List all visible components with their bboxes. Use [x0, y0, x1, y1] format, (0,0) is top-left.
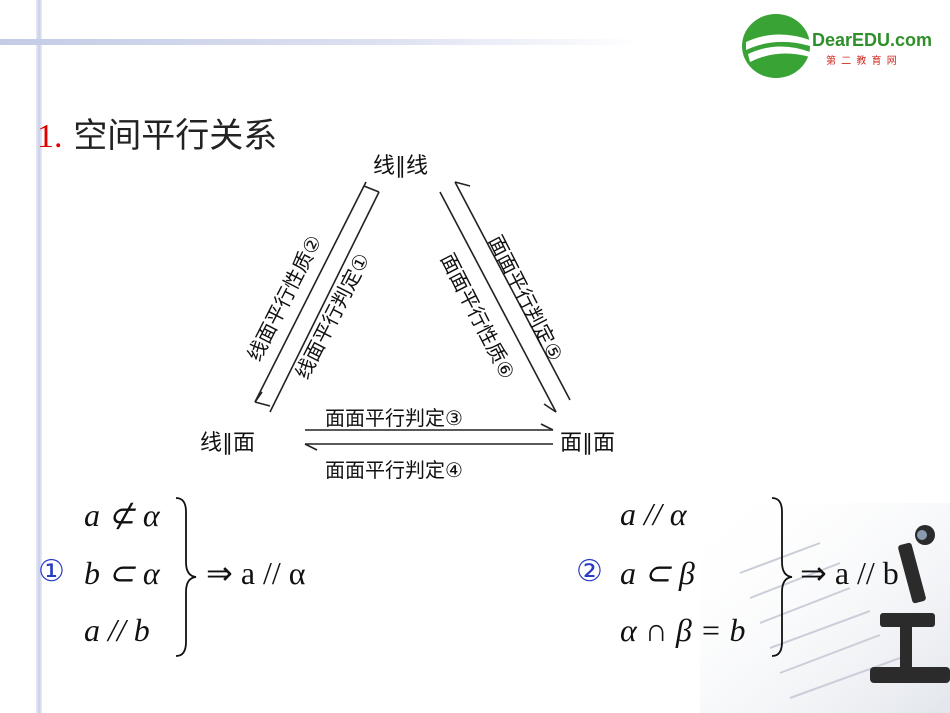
decorative-vertical-line [36, 0, 42, 713]
theorem2-result: ⇒ a // b [800, 555, 899, 591]
decorative-horizontal-line [0, 39, 640, 45]
edge-bottom-top-label: 面面平行判定③ [325, 406, 463, 430]
node-line-plane: 线∥面 [200, 431, 256, 456]
theorem1-result: ⇒ a // α [206, 555, 306, 591]
dearedu-logo: DearEDU.com 第 二 教 育 网 [742, 14, 932, 78]
theorem2-line-1: a // α [620, 496, 687, 532]
theorem2-line-2: a ⊂ β [620, 555, 695, 591]
node-line-line: 线∥线 [373, 154, 429, 179]
section-title-text: 空间平行关系 [73, 116, 278, 156]
microscope-books-decoration [700, 503, 950, 713]
section-title: 1. 空间平行关系 [37, 108, 277, 157]
theorem1-line-1: a ⊄ α [84, 497, 160, 533]
edge-bottom-bottom-label: 面面平行判定④ [325, 458, 463, 482]
node-plane-plane: 面∥面 [560, 431, 616, 456]
theorem2-marker: ② [576, 554, 603, 589]
logo-subtext: 第 二 教 育 网 [826, 54, 898, 67]
theorem1-line-3: a // b [84, 612, 150, 648]
theorem1-line-2: b ⊂ α [84, 555, 160, 591]
theorem1-brace [175, 497, 197, 657]
theorem2-line-3: α ∩ β = b [620, 612, 746, 648]
theorem2-brace [771, 497, 793, 657]
section-number: 1. [37, 118, 63, 155]
logo-text: DearEDU.com [812, 30, 932, 50]
theorem1-marker: ① [38, 554, 65, 589]
